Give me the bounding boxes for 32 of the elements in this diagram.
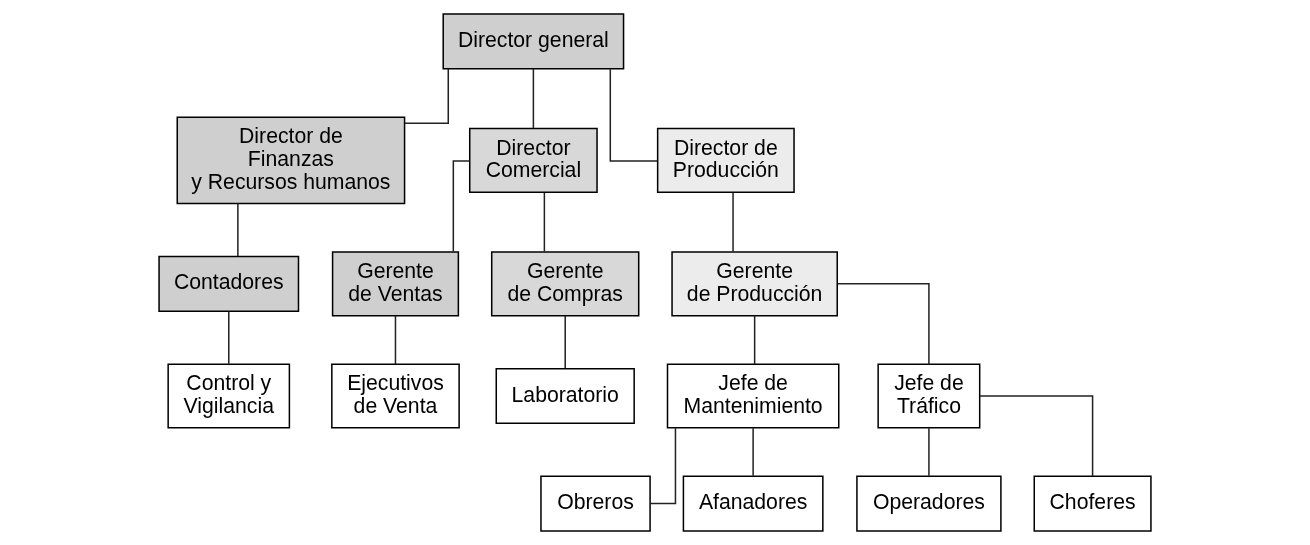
connector [836,283,930,365]
connector [404,68,449,124]
node-box: Director de Finanzas y Recursos humanos [176,116,406,205]
node-box: Control y Vigilancia [167,363,291,429]
connector [609,68,659,162]
node-box: Director Comercial [468,127,598,193]
node-box: Ejecutivos de Venta [331,363,460,429]
connector [532,68,535,130]
connector [394,314,397,365]
node-box: Contadores [158,255,300,312]
node-box: Jefe de Mantenimiento [666,363,840,429]
connector [237,202,239,258]
node-box: Afanadores [682,475,824,532]
connector [228,310,230,365]
node-box: Director general [442,13,625,70]
connector [979,395,1094,477]
connector [543,192,546,253]
node-box: Gerente de Producción [671,251,838,317]
connector [649,427,677,505]
node-box: Operadores [856,475,1002,532]
connector [752,427,754,477]
node-box: Gerente de Compras [490,251,640,317]
node-box: Choferes [1033,475,1152,532]
node-box: Obreros [540,475,651,532]
node-box: Jefe de Tráfico [877,363,981,429]
connector [753,314,756,365]
node-box: Laboratorio [495,367,635,425]
connector [732,192,734,253]
node-box: Gerente de Ventas [331,251,460,317]
node-box: Director de Producción [656,127,795,193]
connector [564,314,566,370]
connector [928,427,930,477]
